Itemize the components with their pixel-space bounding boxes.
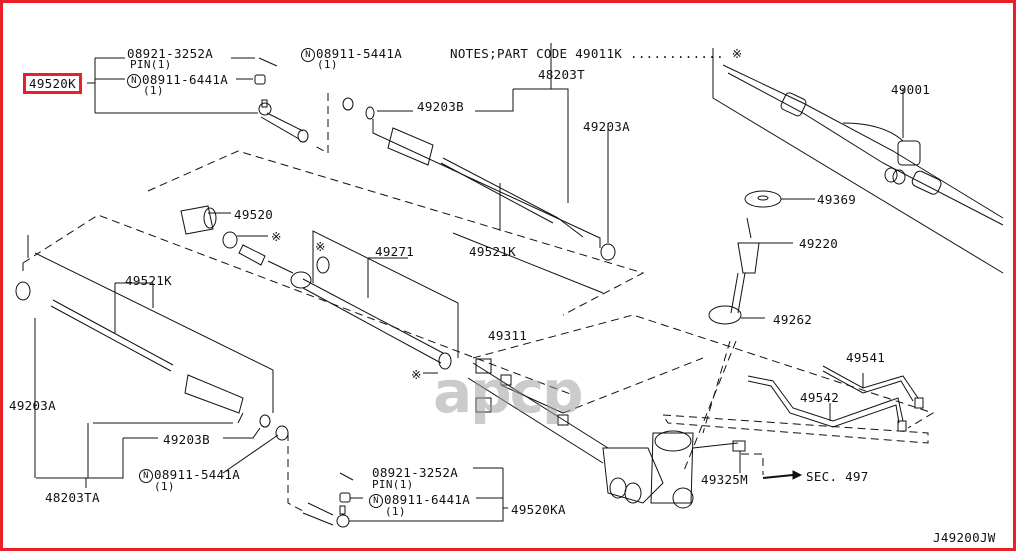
part-sub-qty-bottom2: (1) <box>154 480 175 493</box>
part-label-49262[interactable]: 49262 <box>773 312 813 327</box>
n-mark-icon: N <box>127 73 141 88</box>
part-label-49520[interactable]: 49520 <box>234 207 274 222</box>
part-label-49220[interactable]: 49220 <box>799 236 839 251</box>
part-label-48203T[interactable]: 48203T <box>538 67 585 82</box>
boot-and-rack-parts <box>180 205 459 374</box>
part-label-49311[interactable]: 49311 <box>488 328 528 343</box>
dashed-outlines <box>22 93 935 512</box>
n-mark-icon: N <box>139 468 153 483</box>
part-label-49325M[interactable]: 49325M <box>701 472 748 487</box>
leader-49520K <box>87 57 278 114</box>
note-mark-c: ※ <box>411 367 422 382</box>
part-sub-qty-top2: (1) <box>317 58 338 71</box>
tie-rod-end-bottom <box>302 467 508 528</box>
part-label-49521K-left[interactable]: 49521K <box>125 273 172 288</box>
pinion-parts <box>708 190 815 325</box>
inner-tie-rod-left <box>15 235 289 488</box>
n-mark-icon: N <box>369 493 383 508</box>
part-label-08921-3252A-bottom[interactable]: 08921-3252A <box>372 465 459 480</box>
part-label-49521K-top[interactable]: 49521K <box>469 244 516 259</box>
part-label-49541[interactable]: 49541 <box>846 350 886 365</box>
part-label-49001[interactable]: 49001 <box>891 82 931 97</box>
part-label-08921-3252A-top[interactable]: 08921-3252A <box>127 46 214 61</box>
rack-assembly-49001 <box>712 48 1004 274</box>
note-mark-a: ※ <box>271 229 282 244</box>
exploded-view-drawing <box>15 43 1004 528</box>
part-sub-qty-bottom: (1) <box>385 505 406 518</box>
watermark: apcp <box>433 358 584 426</box>
part-label-48203TA[interactable]: 48203TA <box>45 490 100 505</box>
diagram-code: J49200JW <box>933 530 996 545</box>
part-sub-qty-top: (1) <box>143 84 164 97</box>
section-ref-497[interactable]: SEC. 497 <box>806 469 869 484</box>
sec-arrow <box>762 470 803 480</box>
part-label-49203A-top[interactable]: 49203A <box>583 119 630 134</box>
part-label-49520K-highlighted[interactable]: 49520K <box>23 73 82 94</box>
hydraulic-pipes <box>747 365 924 432</box>
part-label-49203B-top[interactable]: 49203B <box>417 99 464 114</box>
part-sub-pin-bottom: PIN(1) <box>372 478 414 491</box>
part-label-49203A-left[interactable]: 49203A <box>9 398 56 413</box>
tie-rod-end-top <box>254 74 309 143</box>
note-mark-b: ※ <box>315 239 326 254</box>
part-sub-pin-top: PIN(1) <box>130 58 172 71</box>
part-label-49271[interactable]: 49271 <box>375 244 415 259</box>
part-label-49542[interactable]: 49542 <box>800 390 840 405</box>
part-label-49369[interactable]: 49369 <box>817 192 857 207</box>
notes-part-code: NOTES;PART CODE 49011K ............ ※ <box>450 46 743 61</box>
part-label-49203B-bottom[interactable]: 49203B <box>163 432 210 447</box>
n-mark-icon: N <box>301 47 315 62</box>
rack-housing <box>467 358 746 509</box>
part-label-49520KA[interactable]: 49520KA <box>511 502 566 517</box>
inner-tie-rod-top <box>342 43 616 294</box>
